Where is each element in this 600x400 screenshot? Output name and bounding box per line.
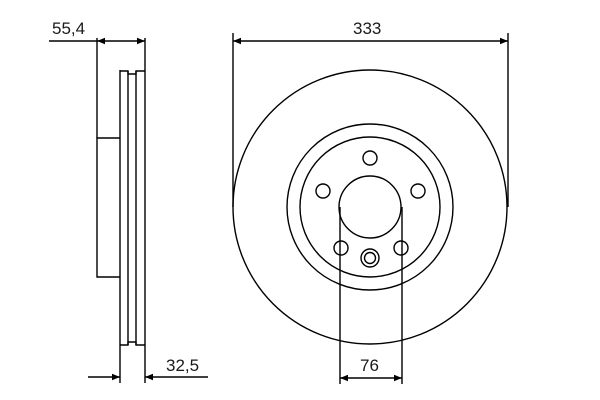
bolt-hole-top [362,150,378,166]
bolt-hole-right [410,183,426,199]
front-view [232,69,508,345]
dimension-outer-diameter [232,33,509,207]
dim-label-disc-thickness: 32,5 [166,356,200,375]
center-bore [338,175,402,239]
dim-label-overall-height: 55,4 [52,19,86,38]
bolt-hole-bottom-left [333,240,349,256]
locating-hole-outer [360,248,380,268]
hat-outer-ring [286,123,454,291]
dim-label-center-bore: 76 [360,356,379,375]
bolt-hole-left [315,183,331,199]
side-view [96,38,146,383]
locating-hole-inner [363,251,377,265]
bolt-hole-bottom-right [393,240,409,256]
hat-inner-ring [299,136,441,278]
dim-label-outer-diameter: 333 [353,19,382,38]
dimension-center-bore [339,207,403,384]
outer-disc [232,69,508,345]
hat-section [96,137,120,278]
